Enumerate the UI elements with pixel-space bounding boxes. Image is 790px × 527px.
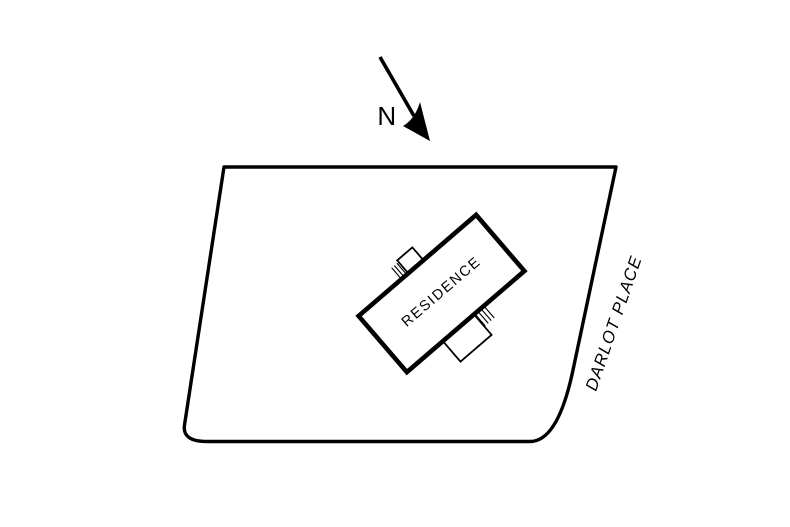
north-arrow-head [403,102,430,141]
north-arrow-shaft [378,56,416,117]
north-arrow-icon [378,56,430,141]
garage-step-line [477,311,489,324]
street-label: DARLOT PLACE [582,253,646,393]
property-boundary [182,165,618,444]
garage-step-line [474,313,486,327]
porch-step-line [396,262,407,274]
porch-step-line [393,265,404,277]
porch-step-line [391,267,401,279]
porch-steps [391,262,407,279]
north-label: N [377,101,396,131]
residence-building: RESIDENCE [355,211,528,376]
garage-step-line [483,305,495,319]
garage-step-line [480,308,492,321]
residence-outline [355,211,528,376]
garage-steps [474,305,495,327]
